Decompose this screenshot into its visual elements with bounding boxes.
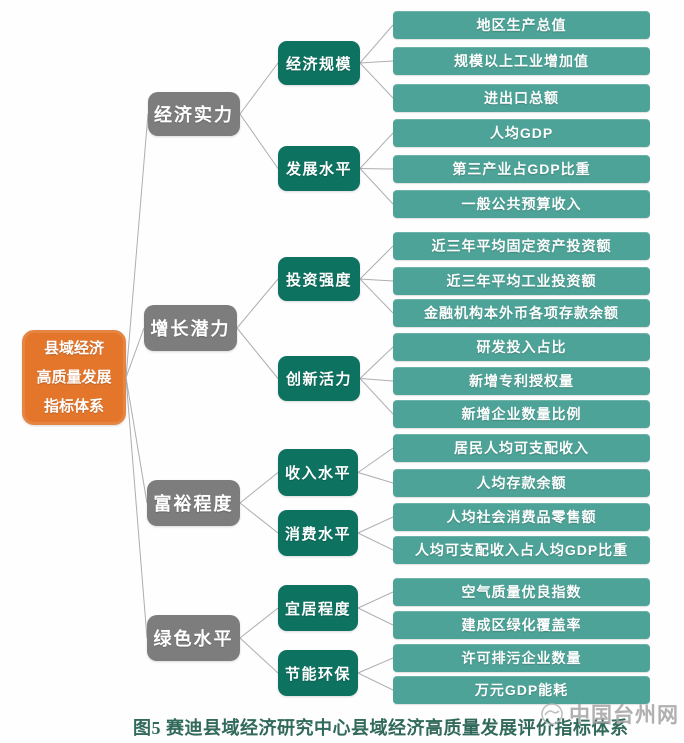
indicator-node: 金融机构本外币各项存款余额 xyxy=(393,299,650,327)
category-node: 经济实力 xyxy=(148,92,240,136)
indicator-node: 人均存款余额 xyxy=(393,469,650,497)
subcategory-node: 节能环保 xyxy=(278,650,358,696)
indicator-node: 居民人均可支配收入 xyxy=(393,434,650,462)
indicator-node: 人均可支配收入占人均GDP比重 xyxy=(393,536,650,564)
root-node-line: 高质量发展 xyxy=(36,368,112,386)
indicator-node: 空气质量优良指数 xyxy=(393,578,650,606)
category-node: 增长潜力 xyxy=(144,305,237,351)
indicator-node: 建成区绿化覆盖率 xyxy=(393,611,650,639)
indicator-node: 近三年平均工业投资额 xyxy=(393,267,650,295)
indicator-node: 进出口总额 xyxy=(393,84,650,112)
indicator-node: 许可排污企业数量 xyxy=(393,644,650,672)
subcategory-node: 发展水平 xyxy=(278,146,360,191)
subcategory-node: 投资强度 xyxy=(278,257,360,301)
indicator-node: 新增专利授权量 xyxy=(393,367,650,395)
category-node: 富裕程度 xyxy=(147,480,240,526)
root-node-line: 县域经济 xyxy=(43,339,104,357)
subcategory-node: 经济规模 xyxy=(278,41,360,85)
indicator-node: 人均GDP xyxy=(393,119,650,147)
indicator-node: 规模以上工业增加值 xyxy=(393,47,650,75)
figure-caption: 图5 赛迪县域经济研究中心县域经济高质量发展评价指标体系 xyxy=(133,718,629,738)
indicator-node: 一般公共预算收入 xyxy=(393,190,650,218)
indicator-node: 近三年平均固定资产投资额 xyxy=(393,232,650,260)
subcategory-node: 宜居程度 xyxy=(278,585,358,631)
watermark: 中国台州网 xyxy=(540,699,679,729)
indicator-node: 人均社会消费品零售额 xyxy=(393,503,650,531)
taizhou-site-logo-icon xyxy=(540,702,564,726)
category-node: 绿色水平 xyxy=(147,615,240,661)
subcategory-node: 创新活力 xyxy=(278,356,360,401)
indicator-node: 新增企业数量比例 xyxy=(393,400,650,428)
subcategory-node: 消费水平 xyxy=(278,510,358,556)
indicator-node: 第三产业占GDP比重 xyxy=(393,155,650,183)
root-node-line: 指标体系 xyxy=(43,398,104,416)
watermark-text: 中国台州网 xyxy=(569,704,679,727)
indicator-node: 地区生产总值 xyxy=(393,11,650,39)
subcategory-node: 收入水平 xyxy=(278,449,358,496)
indicator-node: 万元GDP能耗 xyxy=(393,676,650,704)
indicator-node: 研发投入占比 xyxy=(393,333,650,361)
root-node: 县域经济高质量发展指标体系 xyxy=(22,330,126,425)
